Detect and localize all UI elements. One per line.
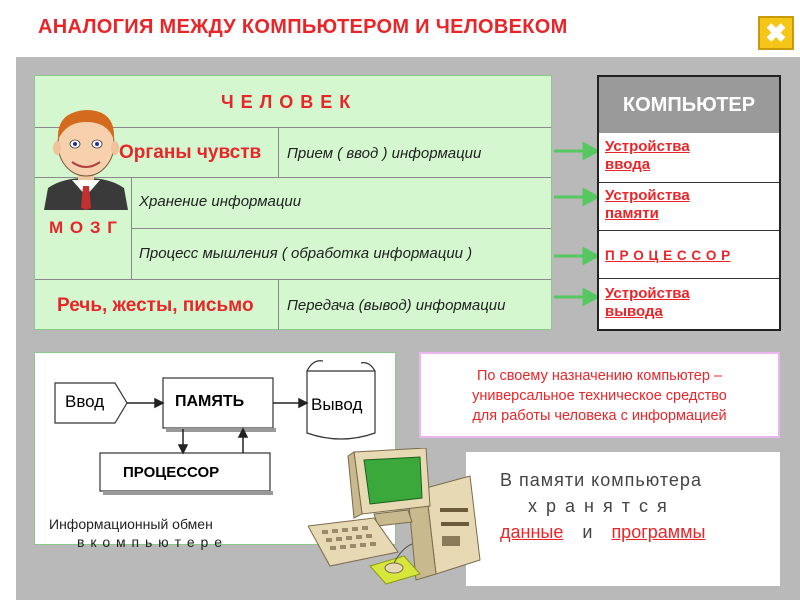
computer-icon <box>308 448 481 585</box>
memory-note-line2: х р а н я т с я <box>528 496 669 516</box>
divider <box>131 228 551 229</box>
diagram-caption-line1: Информационный обмен <box>49 516 213 532</box>
divider <box>599 230 779 231</box>
arrows-group <box>554 141 600 307</box>
page-title: АНАЛОГИЯ МЕЖДУ КОМПЬЮТЕРОМ И ЧЕЛОВЕКОМ <box>38 16 568 38</box>
data-link[interactable]: данные <box>500 522 564 542</box>
diagram-shapes <box>54 360 376 495</box>
info-exchange-diagram: Ввод ПАМЯТЬ Вывод ПРОЦЕССОР Информационн… <box>34 352 396 550</box>
computer-output-link[interactable]: Устройства вывода <box>605 285 690 321</box>
diagram-processor-label: ПРОЦЕССОР <box>123 464 220 481</box>
diagram-caption-line2: в к о м п ь ю т е р е <box>77 534 224 550</box>
human-thinking-desc: Процесс мышления ( обработка информации … <box>139 245 473 262</box>
purpose-line3: для работы человека с информацией <box>472 408 727 424</box>
divider <box>599 182 779 183</box>
diagram-input-label: Ввод <box>65 392 105 411</box>
programs-link[interactable]: программы <box>611 522 706 542</box>
close-button[interactable]: ✖ <box>758 16 794 50</box>
memory-note-panel: В памяти компьютера х р а н я т с я данн… <box>466 452 780 586</box>
computer-memory-line2: памяти <box>605 205 659 222</box>
computer-memory-link[interactable]: Устройства памяти <box>605 187 690 223</box>
diagram-memory-label: ПАМЯТЬ <box>175 393 245 410</box>
human-speech-label: Речь, жесты, письмо <box>57 295 254 316</box>
human-senses-label: Органы чувств <box>119 142 262 163</box>
human-output-desc: Передача (вывод) информации <box>287 297 506 314</box>
divider <box>35 127 551 128</box>
divider <box>35 177 551 178</box>
close-icon: ✖ <box>765 18 787 48</box>
computer-input-line1: Устройства <box>605 138 690 155</box>
memory-note-line1: В памяти компьютера <box>500 470 702 490</box>
purpose-panel: По своему назначению компьютер – универс… <box>419 352 780 438</box>
human-brain-label: М О З Г <box>49 218 118 237</box>
computer-output-line2: вывода <box>605 303 663 320</box>
divider <box>599 278 779 279</box>
computer-processor-link[interactable]: П Р О Ц Е С С О Р <box>605 248 731 263</box>
human-heading: Ч Е Л О В Е К <box>221 92 352 112</box>
computer-input-link[interactable]: Устройства ввода <box>605 138 690 174</box>
human-table: Ч Е Л О В Е К Органы чувств Прием ( ввод… <box>34 75 552 330</box>
divider <box>35 279 551 280</box>
human-senses-desc: Прием ( ввод ) информации <box>287 145 482 162</box>
computer-heading: КОМПЬЮТЕР <box>599 77 779 133</box>
computer-output-line1: Устройства <box>605 285 690 302</box>
computer-memory-line1: Устройства <box>605 187 690 204</box>
diagram-output-label: Вывод <box>311 395 363 414</box>
purpose-line1: По своему назначению компьютер – <box>477 368 722 384</box>
divider <box>278 127 279 177</box>
computer-table: КОМПЬЮТЕР Устройства ввода Устройства па… <box>597 75 781 331</box>
memory-note-line3: данные и программы <box>500 522 705 543</box>
divider <box>131 177 132 279</box>
computer-input-line2: ввода <box>605 156 651 173</box>
human-storage-desc: Хранение информации <box>139 193 302 210</box>
divider <box>278 279 279 330</box>
person-face-icon <box>44 110 128 210</box>
purpose-line2: универсальное техническое средство <box>472 388 727 404</box>
and-word: и <box>582 522 593 542</box>
